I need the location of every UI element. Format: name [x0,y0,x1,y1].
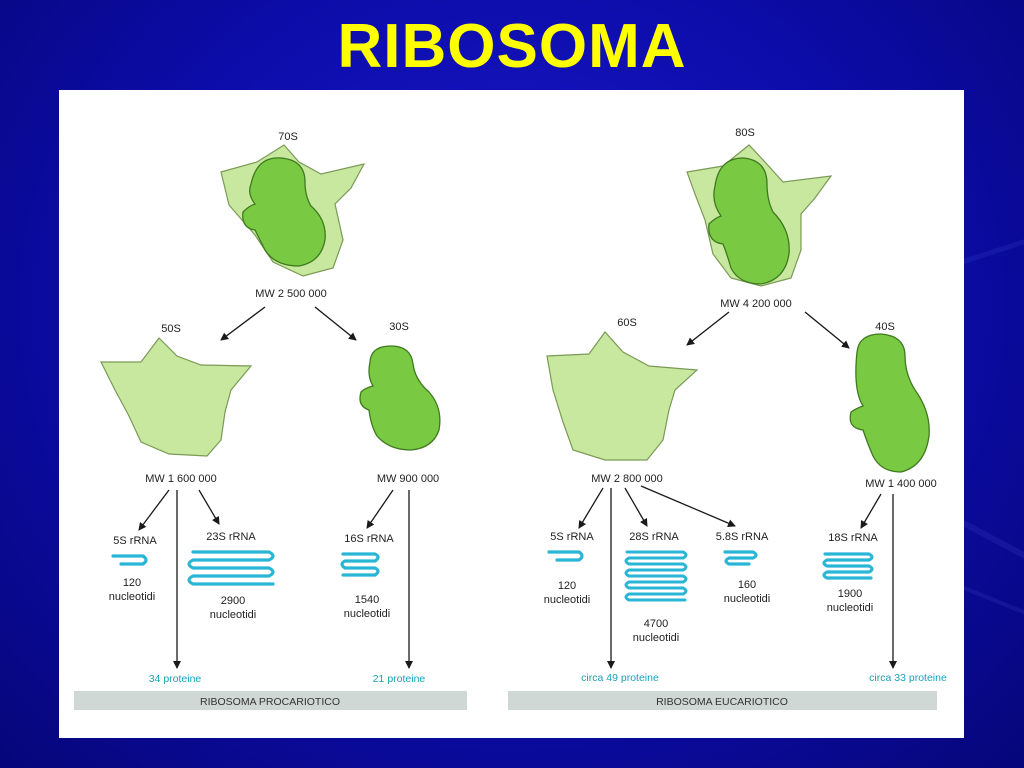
label-30s: 30S [389,321,409,333]
ribosome-diagram: 70S MW 2 500 000 50S MW 1 600 000 30S MW… [74,127,947,710]
rrna-16s-unit: nucleotidi [344,608,390,620]
rrna-5s-count: 120 [123,577,141,589]
rrna-16s-count: 1540 [355,594,379,606]
footer-eukaryote: RIBOSOMA EUCARIOTICO [656,696,788,708]
label-80s: 80S [735,127,755,139]
rrna-23s-unit: nucleotidi [210,609,256,621]
proteins-60s: circa 49 proteine [581,672,659,684]
rrna-28s-count: 4700 [644,618,668,630]
slide-title: RIBOSOMA [337,12,687,81]
rrna-5s-name: 5S rRNA [113,535,157,547]
rrna-5-8s-unit: nucleotidi [724,593,770,605]
mw-50s: MW 1 600 000 [145,473,217,485]
arrow-70s-to-50s [220,306,266,341]
label-60s: 60S [617,317,637,329]
arrow-80s-to-40s [804,311,850,349]
rrna-e5s-name: 5S rRNA [550,531,594,543]
arrow-70s-to-30s [314,306,357,341]
arrow-50s-to-23s [198,489,220,525]
rrna-23s-name: 23S rRNA [206,531,256,543]
arrow-80s-to-60s [686,311,730,346]
footer-bar-eukaryote [508,691,937,710]
proteins-30s: 21 proteine [373,673,426,685]
proteins-50s: 34 proteine [149,673,202,685]
footer-bar-prokaryote [74,691,467,710]
footer-prokaryote: RIBOSOMA PROCARIOTICO [200,696,340,708]
arrow-60s-to-5s [578,487,604,529]
rrna-23s-count: 2900 [221,595,245,607]
rrna-23s-strand [187,550,275,586]
arrow-40s-to-18s [860,493,882,529]
rrna-e5s-unit: nucleotidi [544,594,590,606]
rrna-18s-name: 18S rRNA [828,532,878,544]
rrna-18s-strand [822,552,874,580]
rrna-28s-name: 28S rRNA [629,531,679,543]
rrna-5-8s-strand [723,550,758,566]
proteins-40s: circa 33 proteine [869,672,947,684]
rrna-5s-unit: nucleotidi [109,591,155,603]
arrow-30s-to-16s [366,489,394,529]
ribosome-50s-subunit [100,337,253,457]
mw-70s: MW 2 500 000 [255,288,327,300]
mw-30s: MW 900 000 [377,473,439,485]
rrna-28s-unit: nucleotidi [633,632,679,644]
mw-80s: MW 4 200 000 [720,298,792,310]
rrna-16s-strand [340,552,380,577]
rrna-5-8s-count: 160 [738,579,756,591]
label-50s: 50S [161,323,181,335]
rrna-e5s-count: 120 [558,580,576,592]
rrna-16s-name: 16S rRNA [344,533,394,545]
rrna-5s-strand [111,554,148,566]
ribosome-30s-subunit [359,345,441,451]
arrow-60s-to-5-8s [640,485,736,527]
label-70s: 70S [278,131,298,143]
label-40s: 40S [875,321,895,333]
diagram-panel: 70S MW 2 500 000 50S MW 1 600 000 30S MW… [59,90,964,738]
background-streak [960,216,1024,265]
arrow-50s-to-5s [138,489,170,531]
arrow-60s-to-28s [624,487,648,527]
rrna-5-8s-name: 5.8S rRNA [716,531,769,543]
ribosome-40s-subunit [849,333,930,473]
rrna-e5s-strand [547,550,584,562]
mw-40s: MW 1 400 000 [865,478,937,490]
ribosome-70s-small-subunit [242,157,326,267]
ribosome-80s-small-subunit [708,157,790,285]
rrna-18s-unit: nucleotidi [827,602,873,614]
rrna-18s-count: 1900 [838,588,862,600]
rrna-28s-strand [624,550,688,602]
ribosome-60s-subunit [546,331,699,461]
mw-60s: MW 2 800 000 [591,473,663,485]
